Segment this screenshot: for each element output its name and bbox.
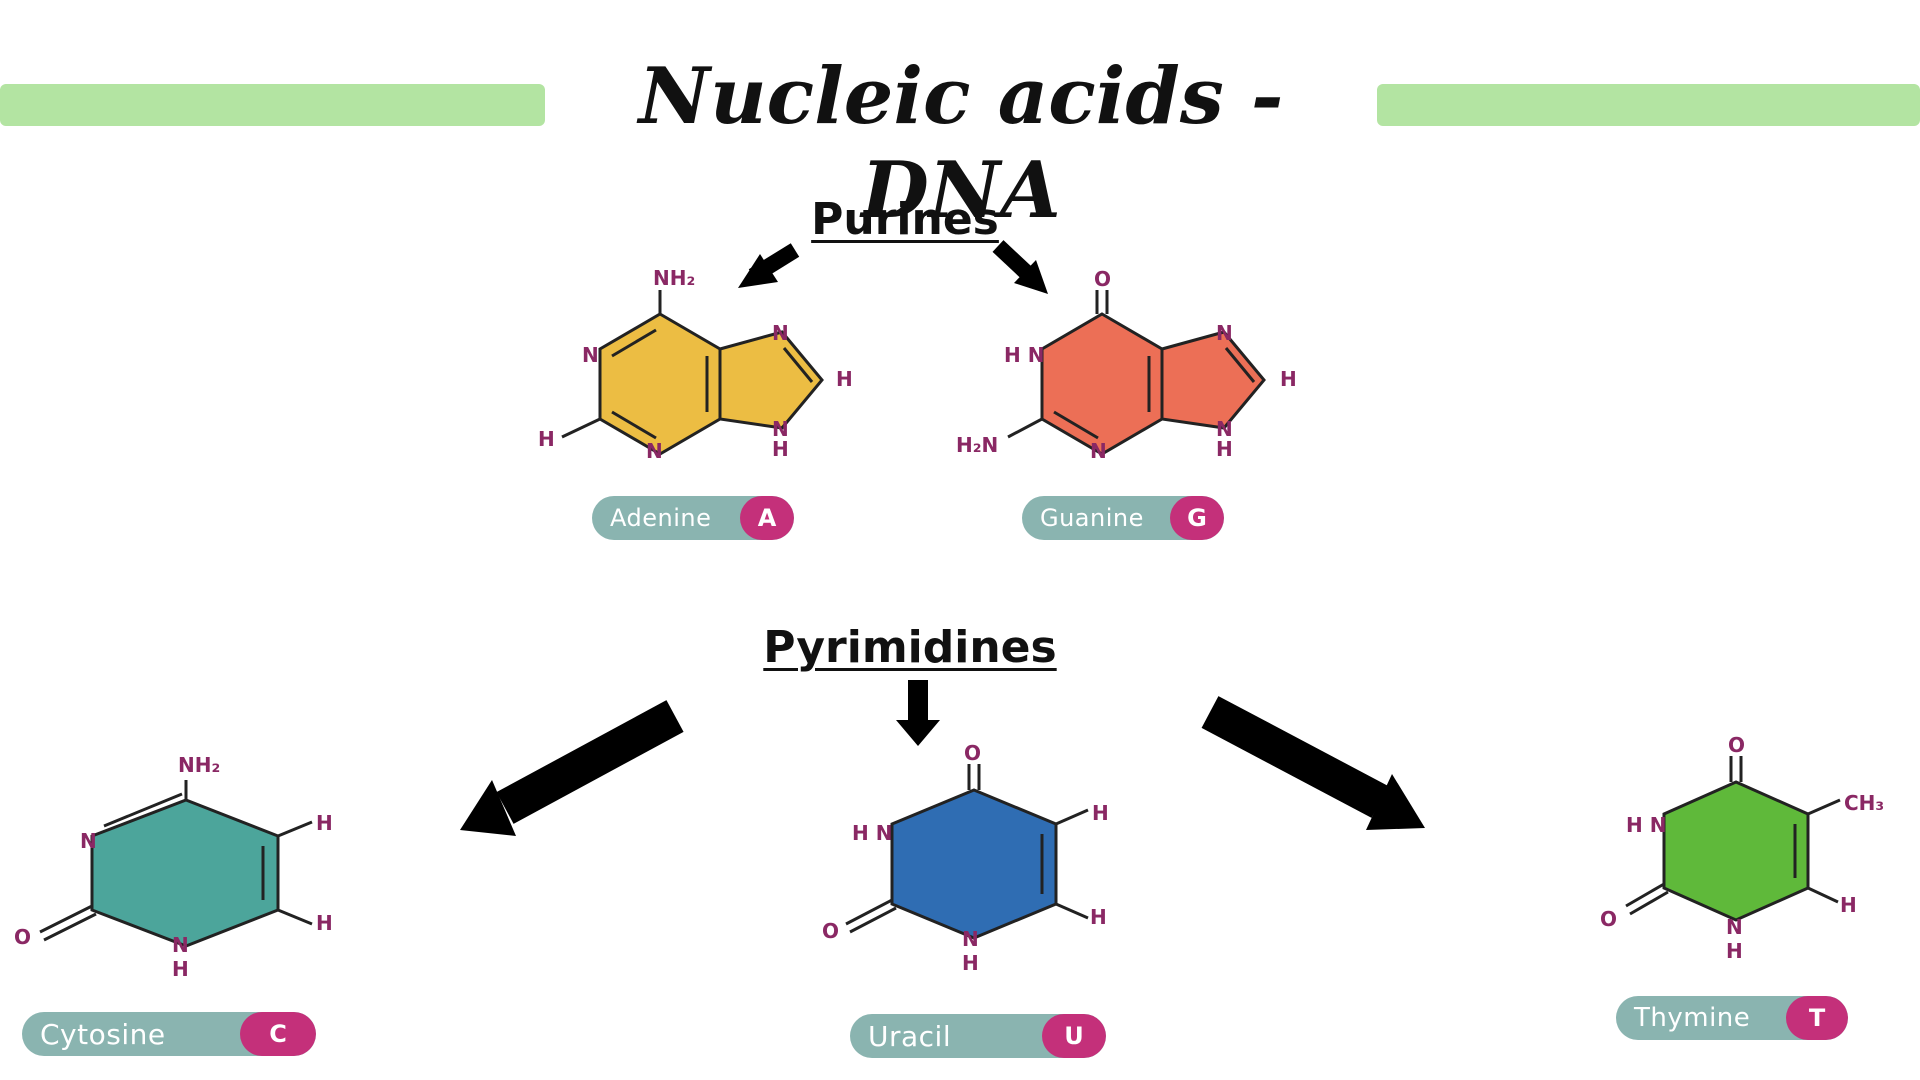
adenine-h2-label: H <box>538 427 555 451</box>
uracil-molecule: O H N O N H H H <box>822 741 1109 975</box>
adenine-label: Adenine A <box>592 496 794 540</box>
adenine-molecule: NH₂ N N H N H N H <box>538 266 853 463</box>
thymine-o2-label: O <box>1600 907 1617 931</box>
guanine-n9-label: N <box>1216 417 1233 441</box>
cytosine-n1-label: N <box>172 933 189 957</box>
pyrimidines-heading: Pyrimidines <box>763 622 1057 673</box>
cytosine-h6-label: H <box>316 911 333 935</box>
uracil-hn3-label: H N <box>852 821 892 845</box>
adenine-n3-label: N <box>646 439 663 463</box>
arrow-purines-to-guanine <box>992 240 1048 294</box>
arrow-purines-to-adenine <box>738 243 800 288</box>
thymine-ch3-label: CH₃ <box>1844 791 1884 815</box>
guanine-h8-label: H <box>1280 367 1297 391</box>
title-bar-right <box>1377 84 1920 126</box>
guanine-name: Guanine <box>1040 504 1144 532</box>
adenine-letter-badge: A <box>740 496 794 540</box>
adenine-nh2-label: NH₂ <box>653 266 695 290</box>
thymine-h1-label: H <box>1726 939 1743 963</box>
purines-heading: Purines <box>811 194 999 245</box>
uracil-h6-label: H <box>1090 905 1107 929</box>
thymine-letter-badge: T <box>1786 996 1848 1040</box>
adenine-h8-label: H <box>836 367 853 391</box>
uracil-o2-label: O <box>822 919 839 943</box>
guanine-o-label: O <box>1094 267 1111 291</box>
uracil-name: Uracil <box>868 1019 952 1053</box>
thymine-n1-label: N <box>1726 915 1743 939</box>
cytosine-h5-label: H <box>316 811 333 835</box>
cytosine-name: Cytosine <box>40 1017 166 1051</box>
uracil-o4-label: O <box>964 741 981 765</box>
adenine-n9-label: N <box>772 417 789 441</box>
guanine-n3-label: N <box>1090 439 1107 463</box>
uracil-h5-label: H <box>1092 801 1109 825</box>
guanine-n7-label: N <box>1216 321 1233 345</box>
arrow-pyrimidines-to-cytosine <box>460 700 684 836</box>
cytosine-nh2-label: NH₂ <box>178 753 220 777</box>
adenine-name: Adenine <box>610 504 712 532</box>
guanine-hn1-label: H N <box>1004 343 1044 367</box>
guanine-letter-badge: G <box>1170 496 1224 540</box>
guanine-label: Guanine G <box>1022 496 1224 540</box>
title-bar-left <box>0 84 545 126</box>
arrow-pyrimidines-to-uracil <box>896 680 940 746</box>
cytosine-molecule: NH₂ N O N H H H <box>14 753 333 981</box>
guanine-h2n-label: H₂N <box>956 433 998 457</box>
guanine-molecule: O H N H₂N N N H N H <box>956 267 1297 463</box>
page-title: Nucleic acids - DNA <box>638 51 1284 236</box>
guanine-h9-label: H <box>1216 437 1233 461</box>
cytosine-o-label: O <box>14 925 31 949</box>
uracil-letter-badge: U <box>1042 1014 1106 1058</box>
thymine-molecule: O CH₃ H N O N H H <box>1600 733 1884 963</box>
thymine-name: Thymine <box>1634 1003 1751 1033</box>
adenine-n7-label: N <box>772 321 789 345</box>
uracil-n1-label: N <box>962 927 979 951</box>
uracil-h1-label: H <box>962 951 979 975</box>
thymine-label: Thymine T <box>1616 996 1848 1040</box>
thymine-o4-label: O <box>1728 733 1745 757</box>
arrow-pyrimidines-to-thymine <box>1201 696 1425 830</box>
adenine-n1-label: N <box>582 343 599 367</box>
cytosine-label: Cytosine C <box>22 1012 316 1056</box>
cytosine-h1-label: H <box>172 957 189 981</box>
uracil-label: Uracil U <box>850 1014 1106 1058</box>
cytosine-n3-label: N <box>80 829 97 853</box>
thymine-h6-label: H <box>1840 893 1857 917</box>
adenine-h9-label: H <box>772 437 789 461</box>
thymine-hn3-label: H N <box>1626 813 1666 837</box>
cytosine-letter-badge: C <box>240 1012 316 1056</box>
